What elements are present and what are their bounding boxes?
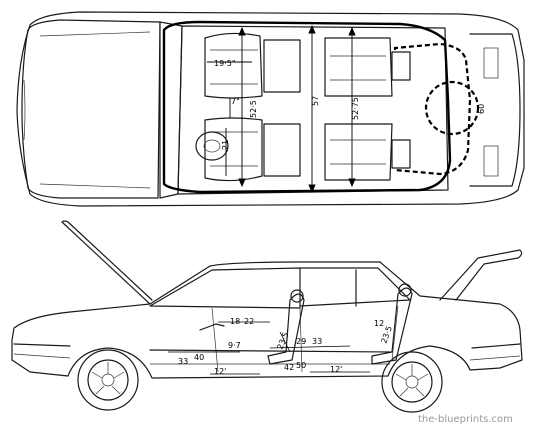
- side-view-seats: [199, 283, 413, 365]
- top-view-dimension-lines: [207, 24, 356, 194]
- front-knee-label: 40: [194, 353, 204, 362]
- rear-headroom-label: 52·75: [351, 97, 360, 120]
- top-view-front-seats: [204, 32, 301, 182]
- steering-wheel: [195, 131, 229, 161]
- front-seat-depth-label: 7": [231, 97, 240, 106]
- seat-width-label: 19·5": [214, 59, 236, 68]
- rear-floor-label: 12': [330, 365, 342, 374]
- side-view: 18 22 9·7 33 40 12' 23·5 29 33 42 50 23·…: [11, 220, 523, 413]
- side-view-windows: [149, 267, 411, 309]
- interior-length-label: 57: [311, 96, 320, 106]
- front-cushion-label: 9·7: [228, 341, 241, 350]
- rear-cushion-label: 12: [374, 319, 384, 328]
- boot-depth-label: 60: [477, 104, 486, 114]
- open-boot-lid: [439, 249, 523, 301]
- side-view-dimension-lines: [168, 321, 370, 375]
- top-view-rear-deck: [469, 33, 521, 187]
- rear-knee-label: 50: [296, 361, 306, 370]
- rear-wheel: [381, 351, 443, 413]
- rear-shoulder-label: 33: [312, 337, 322, 346]
- front-headroom-label: 52·5: [249, 100, 258, 118]
- watermark: the-blueprints.com: [418, 414, 513, 425]
- top-view-cabin: [177, 25, 449, 195]
- top-view-interior-outline: [162, 20, 452, 194]
- top-view-hood: [21, 19, 161, 199]
- top-view-rear-seat: [324, 37, 411, 181]
- top-view-spare-wheel: [424, 80, 480, 136]
- front-floor-label: 12': [214, 367, 226, 376]
- front-seat-height-label: 18: [230, 317, 240, 326]
- front-seat-back-label: 22: [244, 317, 254, 326]
- rear-leg-label: 42: [284, 363, 294, 372]
- front-wheel: [77, 349, 139, 411]
- top-view-boot-outline: [393, 42, 472, 176]
- front-legroom-label: 21: [221, 140, 230, 150]
- top-view-body-outline: [16, 11, 525, 207]
- open-bonnet: [61, 220, 153, 305]
- rear-hip-label: 29: [296, 337, 306, 346]
- side-view-body-outline: [11, 261, 523, 379]
- front-leg-label: 33: [178, 357, 188, 366]
- top-view: 19·5" 7" 52·5 21 57 52·75 60: [16, 11, 525, 207]
